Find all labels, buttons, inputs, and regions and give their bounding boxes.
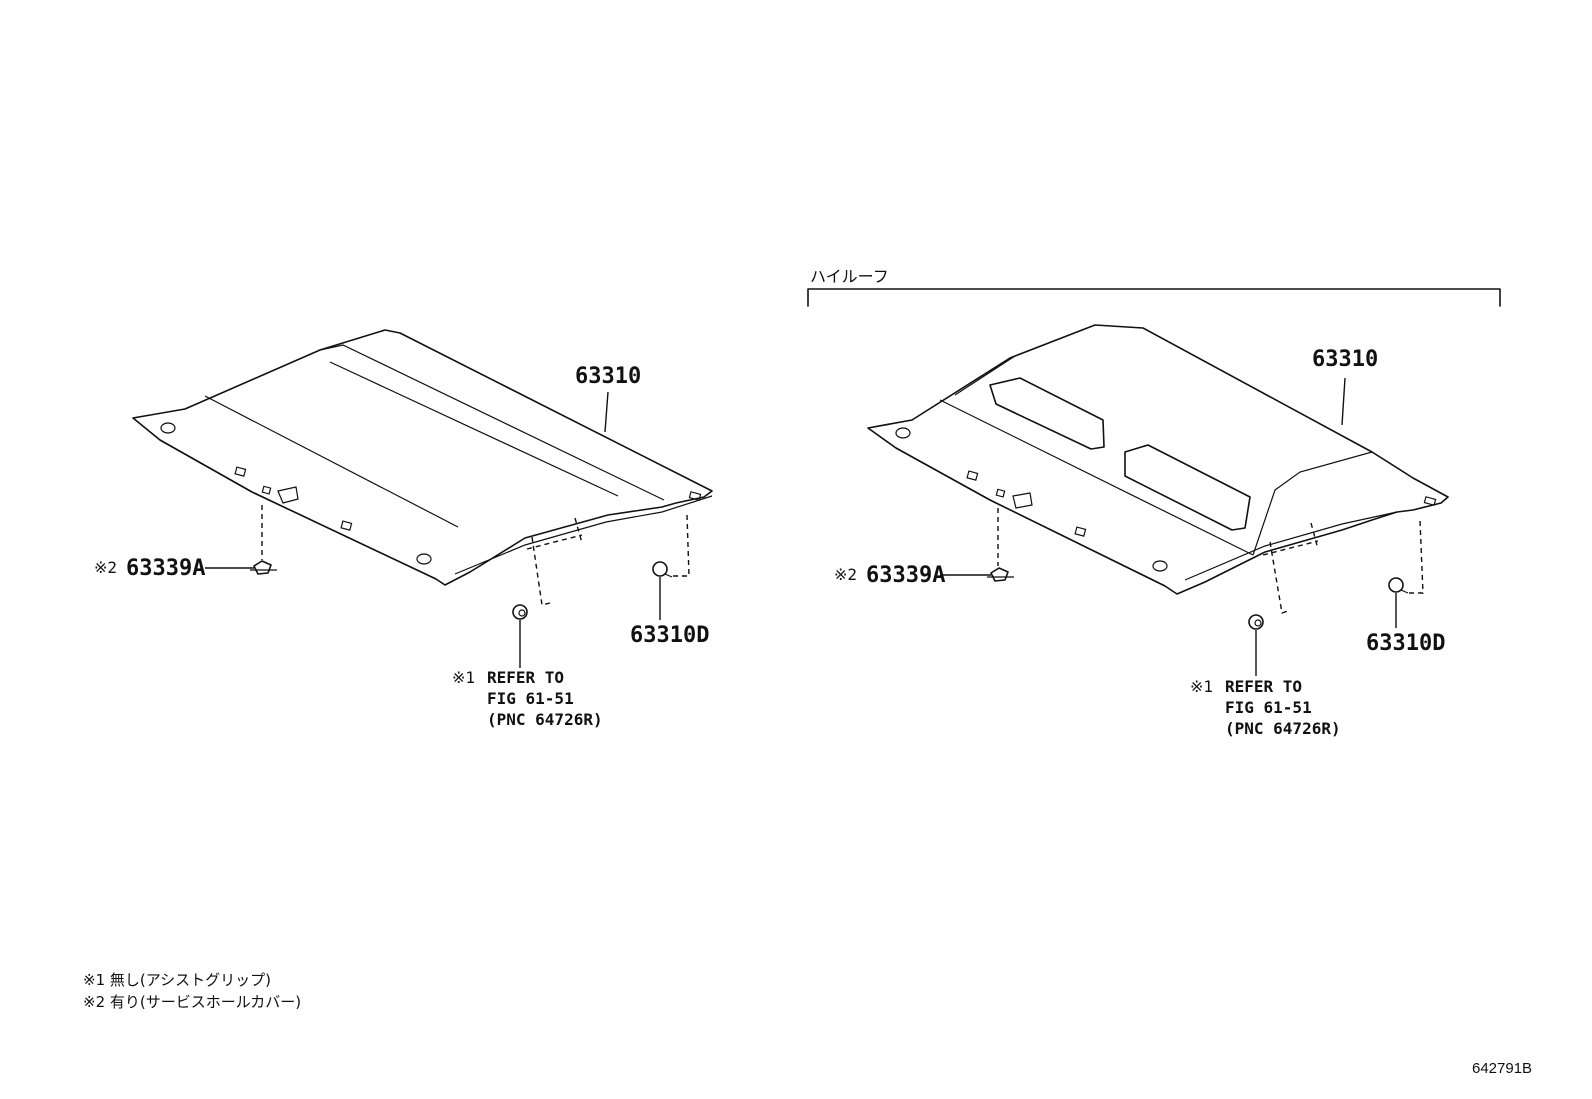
left-clip-63339a[interactable]	[205, 505, 277, 575]
left-main-leader	[604, 391, 609, 433]
right-main-leader	[1341, 377, 1346, 426]
left-clip-mark: ※2	[94, 558, 117, 577]
right-ref-mark: ※1	[1190, 677, 1213, 696]
left-fastener-part-number[interactable]: 63310D	[630, 623, 709, 648]
right-assist-grip-ref[interactable]	[1248, 522, 1319, 676]
right-clip-part-number[interactable]: 63339A	[866, 563, 945, 588]
right-ref-line3: (PNC 64726R)	[1225, 719, 1341, 738]
left-assist-grip-ref[interactable]	[512, 517, 583, 668]
note-1: ※1 無し(アシストグリップ)	[83, 971, 271, 989]
left-ref-line2: FIG 61-51	[487, 689, 574, 708]
right-clip-63339a[interactable]	[940, 508, 1014, 582]
left-fastener-63310d[interactable]	[652, 514, 690, 620]
right-main-part-number[interactable]: 63310	[1312, 347, 1378, 372]
left-ref-line3: (PNC 64726R)	[487, 710, 603, 729]
right-ref-line1: REFER TO	[1225, 677, 1302, 696]
left-clip-part-number[interactable]: 63339A	[126, 556, 205, 581]
right-fastener-part-number[interactable]: 63310D	[1366, 631, 1445, 656]
right-headliner-panel	[867, 324, 1449, 595]
high-roof-bracket	[807, 288, 1501, 307]
right-clip-mark: ※2	[834, 565, 857, 584]
right-fastener-63310d[interactable]	[1388, 520, 1424, 628]
left-main-part-number[interactable]: 63310	[575, 364, 641, 389]
diagram-code: 642791B	[1472, 1060, 1532, 1077]
high-roof-label: ハイルーフ	[810, 267, 889, 286]
left-ref-mark: ※1	[452, 668, 475, 687]
left-headliner-panel	[132, 329, 713, 586]
note-2: ※2 有り(サービスホールカバー)	[83, 993, 301, 1011]
right-ref-line2: FIG 61-51	[1225, 698, 1312, 717]
left-ref-line1: REFER TO	[487, 668, 564, 687]
